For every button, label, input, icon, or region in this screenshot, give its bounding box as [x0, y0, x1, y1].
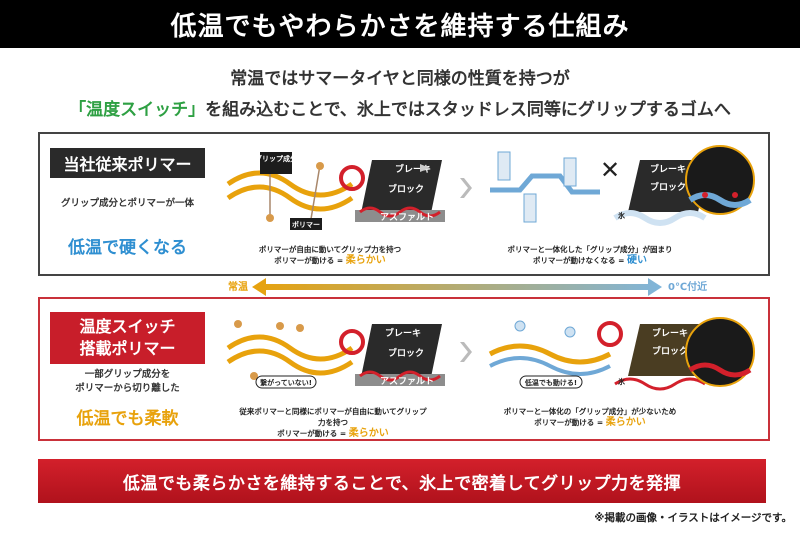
brake-arrow-icon [420, 164, 430, 172]
chevron-right-icon [460, 178, 472, 198]
slogan-banner: 低温でも柔らかさを維持することで、氷上で密着してグリップ力を発揮 [38, 459, 766, 503]
ok-circle-icon-right [597, 321, 623, 347]
bottom-block-label: ブロック [388, 347, 424, 359]
temperature-switch-illustration: 繋がっていない! ブレーキ ブロック アスファルト 低温でも動ける! ブレーキ … [226, 317, 755, 391]
tag-polymer: ポリマー [292, 220, 320, 229]
tag-grip-component: グリップ成分 [255, 154, 297, 163]
temperature-switch-result: 低温でも柔軟 [76, 409, 179, 429]
image-disclaimer: ※掲載の画像・イラストはイメージです。 [594, 512, 792, 524]
conventional-polymer-illustration: グリップ成分 ポリマー ブレーキ ブロック アスファルト ✕ ブレーキ ブロック… [226, 145, 755, 230]
bubble-movable: 低温でも動ける! [524, 378, 577, 387]
bottom-left-note: 従来ポリマーと同様にポリマーが自由に動いてグリップ力を持つ ポリマーが動ける =… [239, 407, 427, 439]
top-asphalt-label: アスファルト [380, 212, 434, 223]
arrow-left-label: 常温 [228, 282, 248, 293]
temperature-switch-desc: 一部グリップ成分を ポリマーから切り離した [75, 369, 180, 394]
top-block-label-ice: ブロック [650, 181, 686, 193]
intro-line-1: 常温ではサマータイヤと同様の性質を持つが [230, 69, 570, 89]
ok-circle-icon-left [339, 329, 365, 355]
top-left-note: ポリマーが自由に動いてグリップ力を持つ ポリマーが動ける = 柔らかい [258, 245, 402, 266]
intro-highlight: 「温度スイッチ」 [69, 100, 206, 120]
bottom-ice-label: 氷 [617, 377, 626, 386]
chevron-right-icon-bottom [460, 342, 472, 362]
bubble-not-connected: 繋がっていない! [259, 378, 312, 387]
conventional-polymer-desc: グリップ成分とポリマーが一体 [60, 198, 194, 209]
bottom-right-note: ポリマーと一体化の「グリップ成分」が少ないため ポリマーが動ける = 柔らかい [503, 407, 677, 428]
bottom-asphalt-label: アスファルト [380, 376, 434, 387]
top-right-note: ポリマーと一体化した「グリップ成分」が固まり ポリマーが動けなくなる = 硬い [507, 245, 673, 266]
conventional-polymer-label: 当社従来ポリマー [50, 148, 205, 178]
bottom-brake-label-ice: ブレーキ [652, 327, 688, 339]
ok-circle-icon [339, 165, 365, 191]
top-brake-label-ice: ブレーキ [650, 163, 686, 175]
temperature-arrow [252, 278, 662, 296]
intro-rest: を組み込むことで、氷上ではスタッドレス同等にグリップするゴムへ [205, 100, 731, 120]
intro-line-2: 「温度スイッチ」を組み込むことで、氷上ではスタッドレス同等にグリップするゴムへ [0, 95, 800, 120]
conventional-polymer-result: 低温で硬くなる [68, 238, 187, 258]
page-title: 低温でもやわらかさを維持する仕組み [0, 0, 800, 48]
top-block-label: ブロック [388, 183, 424, 195]
arrow-right-label: 0℃付近 [668, 282, 708, 293]
top-ice-label: 氷 [617, 211, 626, 220]
temperature-switch-label: 温度スイッチ 搭載ポリマー [50, 312, 205, 364]
bottom-block-label-ice: ブロック [652, 345, 688, 357]
bottom-brake-label: ブレーキ [385, 327, 421, 339]
ng-cross-icon: ✕ [600, 156, 620, 184]
